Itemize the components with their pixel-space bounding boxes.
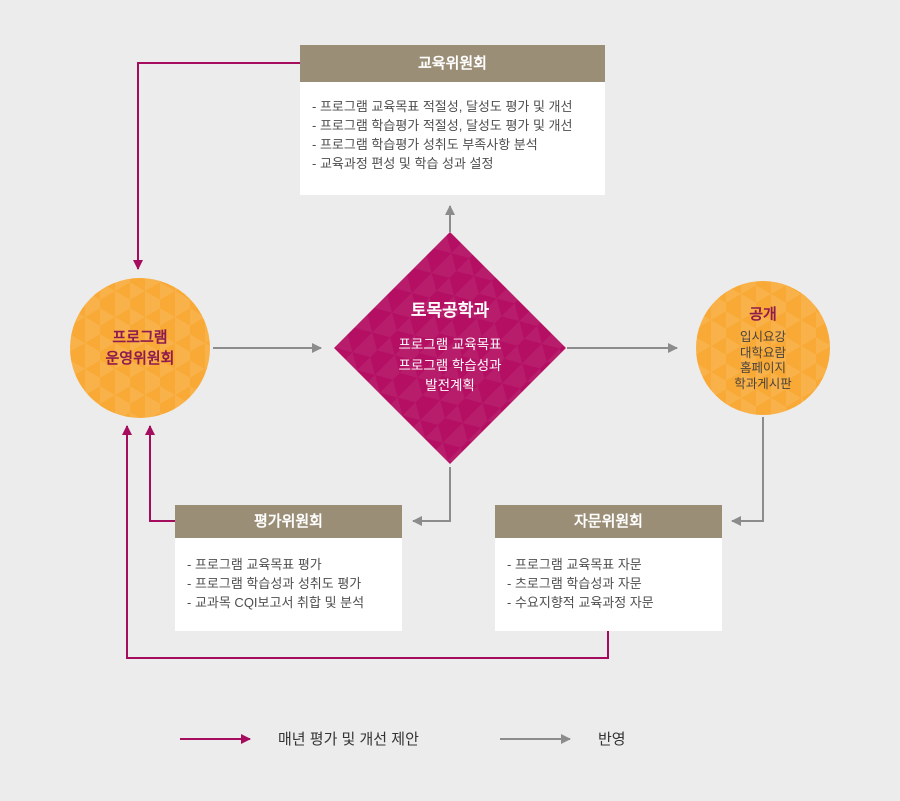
arrow-public-to-advisory bbox=[731, 417, 764, 526]
magenta-arrow-icon bbox=[180, 733, 251, 744]
arrow-education-to-operating bbox=[133, 62, 300, 270]
legend-reflection-label: 반영 bbox=[598, 731, 626, 748]
list-item: - 프로그램 학습성과 성취도 평가 bbox=[187, 576, 362, 591]
list-item: - 교육과정 편성 및 학습 성과 설정 bbox=[312, 156, 494, 171]
operating-committee-label-line1: 프로그램 bbox=[112, 329, 168, 346]
operating-committee-label-line2: 운영위원회 bbox=[105, 350, 175, 367]
department-title: 토목공학과 bbox=[410, 301, 490, 320]
list-item: - 프로그램 교육목표 자문 bbox=[507, 557, 642, 572]
list-item: - 프로그램 교육목표 평가 bbox=[187, 557, 322, 572]
list-item: - 프로그램 학습평가 적절성, 달성도 평가 및 개선 bbox=[312, 118, 573, 133]
department-diamond-text: 토목공학과 프로그램 교육목표 프로그램 학습성과 발전계획 bbox=[335, 300, 565, 397]
education-committee-items: - 프로그램 교육목표 적절성, 달성도 평가 및 개선 - 프로그램 학습평가… bbox=[300, 82, 605, 195]
public-title: 공개 bbox=[749, 306, 777, 323]
department-line: 프로그램 교육목표 bbox=[398, 337, 502, 352]
evaluation-committee-items: - 프로그램 교육목표 평가 - 프로그램 학습성과 성취도 평가 - 교과목 … bbox=[175, 538, 402, 631]
operating-committee-node: 프로그램 운영위원회 bbox=[70, 278, 210, 418]
arrow-diamond-to-evaluation bbox=[412, 467, 451, 526]
list-item: - 프로그램 교육목표 적절성, 달성도 평가 및 개선 bbox=[312, 99, 573, 114]
list-item: - 츠로그램 학습성과 자문 bbox=[507, 576, 642, 591]
public-item: 입시요강 bbox=[739, 330, 786, 344]
evaluation-committee-title: 평가위원회 bbox=[175, 505, 402, 538]
department-line: 프로그램 학습성과 bbox=[398, 357, 502, 373]
public-item: 홈페이지 bbox=[739, 361, 786, 375]
evaluation-committee-box: 평가위원회 - 프로그램 교육목표 평가 - 프로그램 학습성과 성취도 평가 … bbox=[175, 505, 402, 631]
education-committee-box: 교육위원회 - 프로그램 교육목표 적절성, 달성도 평가 및 개선 - 프로그… bbox=[300, 45, 605, 195]
advisory-committee-title: 자문위원회 bbox=[495, 505, 722, 538]
public-item: 대학요람 bbox=[739, 345, 786, 360]
list-item: - 프로그램 학습평가 성취도 부족사항 분석 bbox=[312, 137, 538, 152]
legend-reflection: 반영 bbox=[500, 728, 626, 749]
advisory-committee-items: - 프로그램 교육목표 자문 - 츠로그램 학습성과 자문 - 수요지향적 교육… bbox=[495, 538, 722, 631]
education-committee-title: 교육위원회 bbox=[300, 45, 605, 82]
legend-annual-evaluation-label: 매년 평가 및 개선 제안 bbox=[278, 731, 419, 748]
department-line: 발전계획 bbox=[425, 378, 475, 393]
gray-arrow-icon bbox=[500, 733, 571, 744]
legend-annual-evaluation: 매년 평가 및 개선 제안 bbox=[180, 728, 419, 749]
arrow-evaluation-to-operating bbox=[145, 425, 175, 522]
public-node: 공개 입시요강 대학요람 홈페이지 학과게시판 bbox=[696, 281, 830, 415]
public-item: 학과게시판 bbox=[734, 376, 792, 391]
advisory-committee-box: 자문위원회 - 프로그램 교육목표 자문 - 츠로그램 학습성과 자문 - 수요… bbox=[495, 505, 722, 631]
list-item: - 수요지향적 교육과정 자문 bbox=[507, 595, 654, 610]
list-item: - 교과목 CQI보고서 취합 및 분석 bbox=[187, 595, 365, 610]
